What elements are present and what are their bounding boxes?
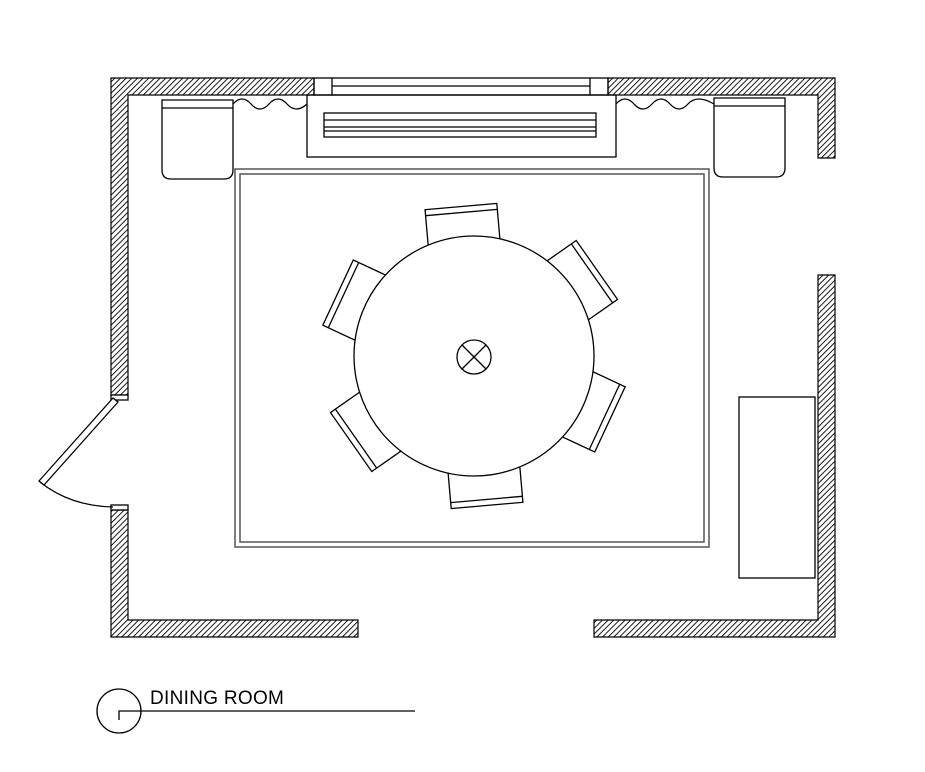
armchair-right xyxy=(713,97,786,178)
drawing-title: DINING ROOM xyxy=(150,688,285,709)
title-marker xyxy=(96,688,415,734)
curtain-right xyxy=(615,98,715,110)
sideboard xyxy=(306,94,617,158)
wall-top-right xyxy=(607,77,836,159)
light-fixture-icon xyxy=(456,339,492,375)
door xyxy=(38,394,129,511)
console-table xyxy=(738,396,816,579)
window xyxy=(313,77,609,96)
wall-right xyxy=(593,274,836,638)
armchair-left xyxy=(161,99,234,180)
rug xyxy=(234,168,710,548)
dining-chair xyxy=(542,239,619,324)
walls xyxy=(110,77,836,638)
wall-top-left xyxy=(110,77,315,396)
curtain-left xyxy=(232,98,308,110)
dining-table xyxy=(353,235,595,477)
